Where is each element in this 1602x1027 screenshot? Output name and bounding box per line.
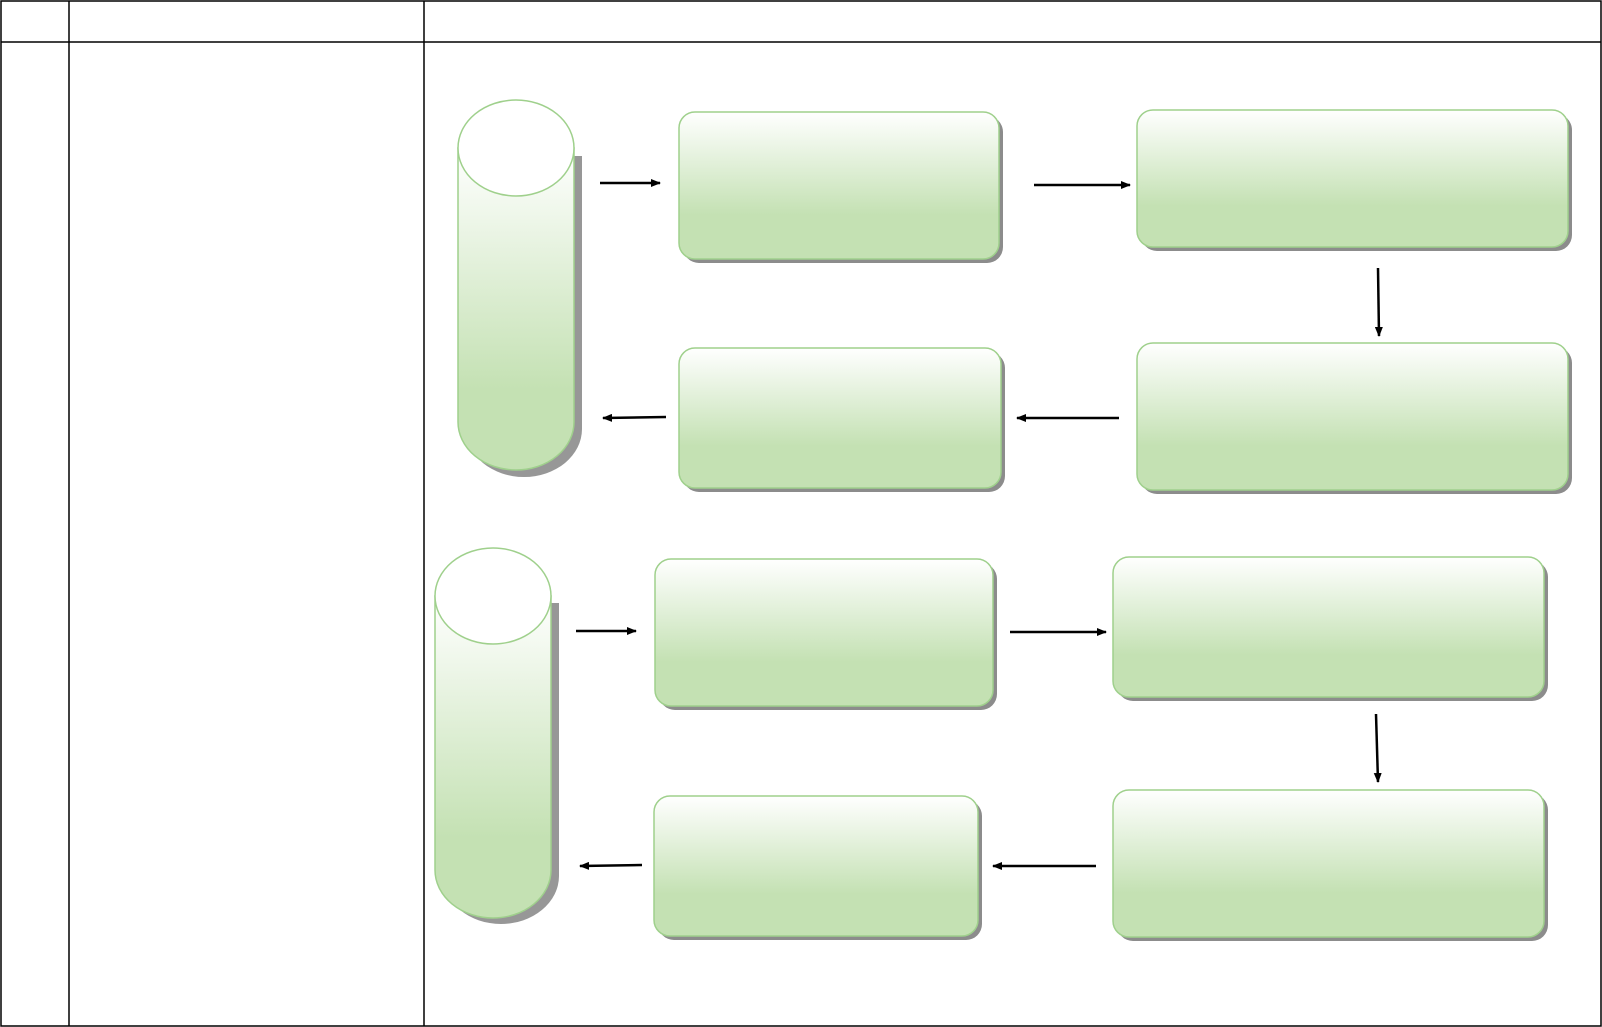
process-box-1 <box>678 111 1003 263</box>
process-box-3 <box>1136 342 1572 494</box>
database-cylinder <box>434 547 559 924</box>
flow-arrow <box>579 861 643 870</box>
database-cylinder <box>457 99 582 477</box>
process-box-1 <box>654 558 997 710</box>
flow-arrow <box>602 413 667 422</box>
process-box-4 <box>678 347 1005 492</box>
flow-diagram-1 <box>457 99 1572 494</box>
process-box-2 <box>1136 109 1572 251</box>
process-box-2 <box>1112 556 1548 701</box>
flow-diagram-2 <box>434 547 1548 941</box>
process-box-3 <box>1112 789 1548 941</box>
flow-arrow <box>1373 713 1382 783</box>
flow-arrow <box>1374 267 1383 337</box>
process-box-4 <box>653 795 982 940</box>
